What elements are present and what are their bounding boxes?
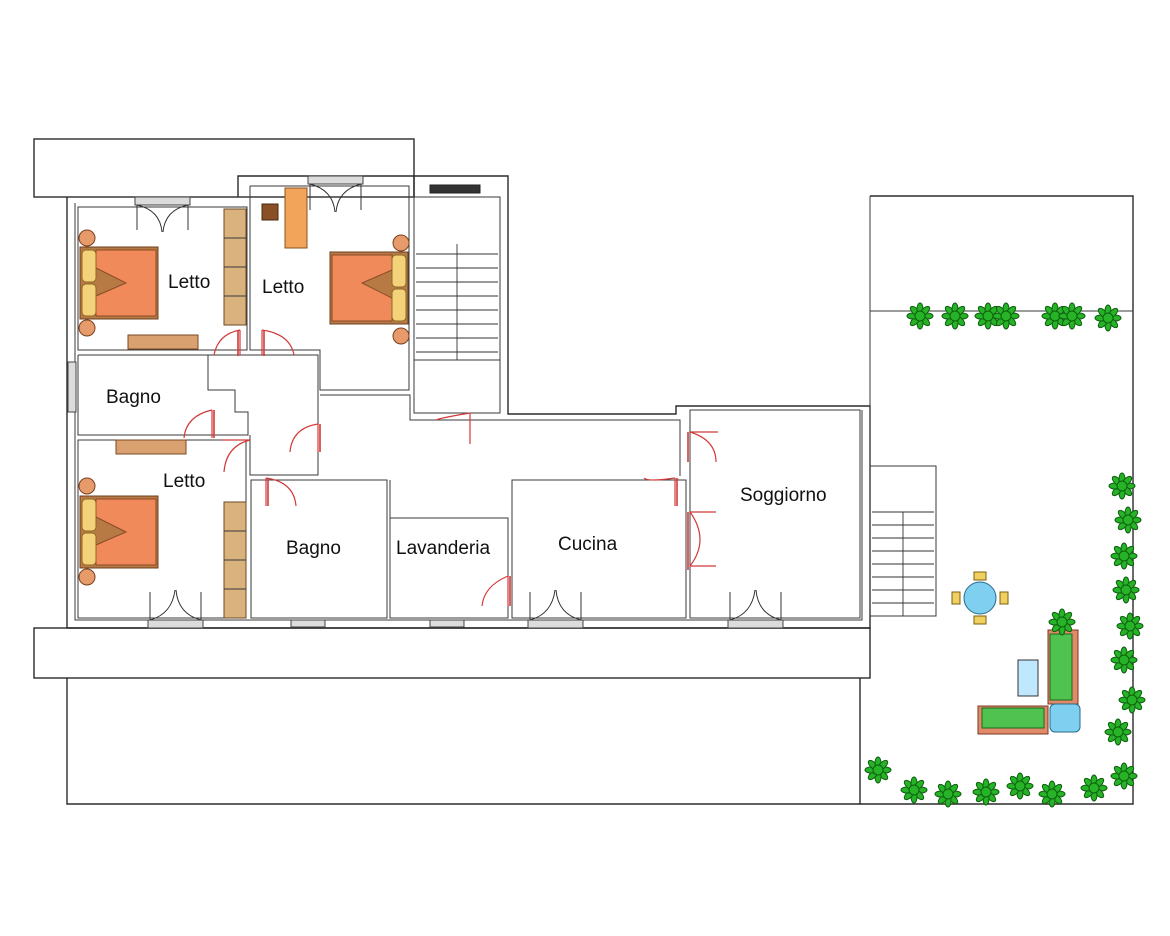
plant-icon [1094, 304, 1122, 332]
room-label-lavanderia: Lavanderia [396, 538, 490, 559]
window-icon [527, 619, 584, 629]
terrace-lower [66, 678, 861, 805]
room-label-cucina: Cucina [558, 534, 618, 555]
french-doors [136, 183, 782, 621]
hot-tub-icon [1049, 703, 1081, 733]
room-label-bagno-1: Bagno [106, 387, 161, 408]
balcony-top [33, 138, 415, 198]
plant-icon [906, 302, 934, 330]
window-icon [134, 196, 191, 206]
plant-icon [1110, 646, 1138, 674]
plant-icon [1114, 506, 1142, 534]
window-icon [147, 619, 204, 629]
plant-icon [1108, 472, 1136, 500]
window-icon [727, 619, 784, 629]
garden-outline [860, 195, 1134, 805]
plant-icon [992, 302, 1020, 330]
building-outline [66, 175, 871, 629]
plant-icon [1006, 772, 1034, 800]
sofa-icon [977, 629, 1079, 735]
window-icon [429, 184, 481, 194]
plant-icon [1038, 780, 1066, 808]
stairs-icon [416, 244, 937, 617]
plant-icon [1048, 608, 1076, 636]
plant-icon [1118, 686, 1146, 714]
plant-icon [1110, 762, 1138, 790]
chair-icon [261, 203, 279, 221]
lounger-icon [1017, 659, 1039, 697]
plant-icon [900, 776, 928, 804]
plant-icon [1104, 718, 1132, 746]
room-label-letto-2: Letto [262, 277, 304, 298]
table-icon [951, 571, 1009, 625]
wardrobe-icon [223, 208, 247, 326]
plant-icon [1116, 612, 1144, 640]
bed-icon [78, 477, 159, 586]
room-label-letto-3: Letto [163, 471, 205, 492]
plant-icon [941, 302, 969, 330]
window-icon [429, 619, 465, 628]
plant-icon [1058, 302, 1086, 330]
room-label-bagno-2: Bagno [286, 538, 341, 559]
plant-icon [1110, 542, 1138, 570]
desk-icon [284, 187, 308, 249]
door-icon [183, 329, 718, 607]
window-icon [290, 619, 326, 628]
wardrobe-icon [223, 501, 247, 619]
plant-icon [864, 756, 892, 784]
plant-icon [1112, 576, 1140, 604]
terrace-bottom [33, 627, 871, 679]
room-label-soggiorno: Soggiorno [740, 485, 827, 506]
plant-icon [934, 780, 962, 808]
windows [67, 175, 784, 629]
plant-icon [972, 778, 1000, 806]
plants [864, 302, 1146, 808]
plant-icon [974, 302, 1002, 330]
bed-icon [78, 229, 159, 337]
window-icon [67, 361, 77, 413]
dresser-icon [115, 439, 187, 455]
window-icon [307, 175, 364, 185]
room-label-letto-1: Letto [168, 272, 210, 293]
dresser-icon [127, 334, 199, 350]
plant-icon [1080, 774, 1108, 802]
bed-icon [329, 234, 410, 345]
room-labels: Letto Letto Bagno Letto Bagno Lavanderia… [106, 272, 827, 559]
